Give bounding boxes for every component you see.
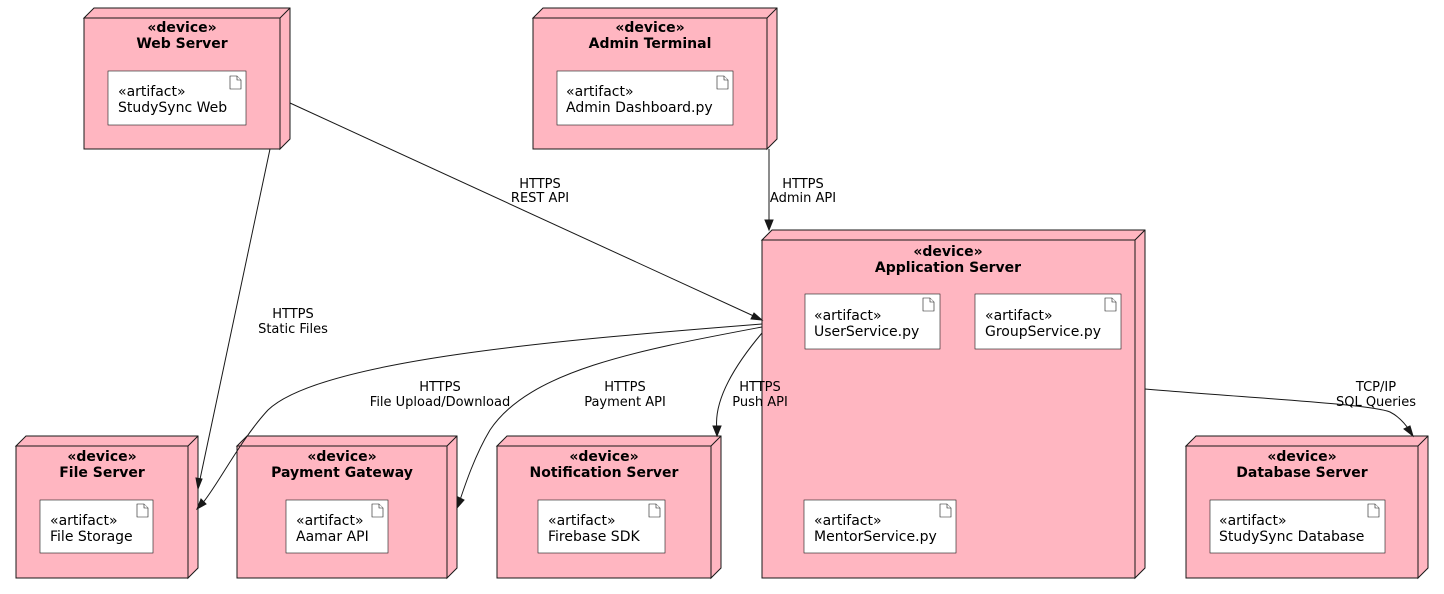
artifact-file-storage: «artifact» File Storage [39,499,154,554]
artifact-icon [229,75,242,90]
node-stereotype: «device» [569,449,638,465]
artifact-icon [922,297,935,312]
node-stereotype: «device» [1267,449,1336,465]
artifact-stereotype: «artifact» [566,84,634,100]
artifact-name: StudySync Database [1219,529,1364,545]
artifact-name: StudySync Web [118,100,227,116]
edge-label-purpose: Static Files [258,322,328,337]
node-database-server: «device» Database Server «artifact» Stud… [1184,435,1429,580]
edge-label-protocol: HTTPS [519,177,561,192]
artifact-name: GroupService.py [985,324,1101,340]
artifact-stereotype: «artifact» [118,84,186,100]
artifact-stereotype: «artifact» [1219,513,1287,529]
node-admin-terminal: «device» Admin Terminal «artifact» Admin… [531,7,778,151]
artifact-admin-dashboard: «artifact» Admin Dashboard.py [556,70,734,126]
edge-app-to-payment: HTTPS Payment API [456,326,763,510]
edge-admin-to-app: HTTPS Admin API [764,149,836,232]
node-title: Database Server [1236,465,1367,481]
artifact-stereotype: «artifact» [548,513,616,529]
artifact-firebase-sdk: «artifact» Firebase SDK [537,499,666,554]
arrowhead [1403,425,1414,438]
artifact-name: UserService.py [814,324,919,340]
edge-label-purpose: Push API [732,395,788,410]
node-stereotype: «device» [615,20,684,36]
artifact-icon [648,503,661,518]
artifact-icon [1367,503,1380,518]
node-title: Payment Gateway [271,465,413,481]
artifact-icon [1104,297,1117,312]
edge-label-purpose: Admin API [770,191,836,206]
artifact-stereotype: «artifact» [985,308,1053,324]
artifact-name: File Storage [50,529,133,545]
edge-label-protocol: TCP/IP [1355,380,1396,395]
edge-app-to-file: HTTPS File Upload/Download [196,323,763,511]
edge-label-protocol: HTTPS [739,380,781,395]
node-application-server: «device» Application Server «artifact» U… [760,229,1146,580]
node-payment-gateway: «device» Payment Gateway «artifact» Aama… [235,435,458,580]
artifact-stereotype: «artifact» [814,513,882,529]
arrowhead [764,219,774,232]
artifact-stereotype: «artifact» [296,513,364,529]
edge-label-purpose: REST API [511,191,569,206]
arrowhead [456,496,465,510]
artifact-studysync-web: «artifact» StudySync Web [107,70,247,126]
artifact-icon [371,503,384,518]
node-stereotype: «device» [67,449,136,465]
edge-web-to-file: HTTPS Static Files [195,148,328,491]
edge-label-purpose: File Upload/Download [370,395,510,410]
artifact-name: Admin Dashboard.py [566,100,713,116]
node-title: Application Server [875,260,1021,276]
artifact-group-service: «artifact» GroupService.py [974,293,1122,350]
artifact-name: MentorService.py [814,529,937,545]
node-web-server: «device» Web Server «artifact» StudySync… [82,7,291,151]
arrowhead [195,477,203,491]
edge-app-to-notif: HTTPS Push API [712,332,788,438]
artifact-name: Firebase SDK [548,529,640,545]
arrowhead [750,312,764,321]
artifact-icon [939,503,952,518]
edge-label-purpose: Payment API [584,395,666,410]
node-title: Admin Terminal [589,36,712,52]
node-stereotype: «device» [147,20,216,36]
artifact-stereotype: «artifact» [814,308,882,324]
node-title: Notification Server [530,465,679,481]
node-stereotype: «device» [307,449,376,465]
edge-label-protocol: HTTPS [272,307,314,322]
artifact-icon [136,503,149,518]
artifact-user-service: «artifact» UserService.py [804,293,941,350]
artifact-studysync-database: «artifact» StudySync Database [1209,499,1386,554]
edge-app-to-db: TCP/IP SQL Queries [1144,380,1416,438]
artifact-icon [716,75,729,90]
edge-label-protocol: HTTPS [604,380,646,395]
edge-web-to-app: HTTPS REST API [289,102,764,321]
artifact-name: Aamar API [296,529,369,545]
artifact-mentor-service: «artifact» MentorService.py [803,499,957,554]
node-notification-server: «device» Notification Server «artifact» … [495,435,722,580]
node-file-server: «device» File Server «artifact» File Sto… [14,435,199,580]
edge-label-purpose: SQL Queries [1336,395,1416,410]
node-title: File Server [59,465,145,481]
artifact-aamar-api: «artifact» Aamar API [285,499,389,554]
arrowhead [196,498,207,511]
arrowhead [712,425,722,438]
artifact-stereotype: «artifact» [50,513,118,529]
node-title: Web Server [136,36,227,52]
edge-label-protocol: HTTPS [782,177,824,192]
edge-label-protocol: HTTPS [419,380,461,395]
node-stereotype: «device» [913,244,982,260]
